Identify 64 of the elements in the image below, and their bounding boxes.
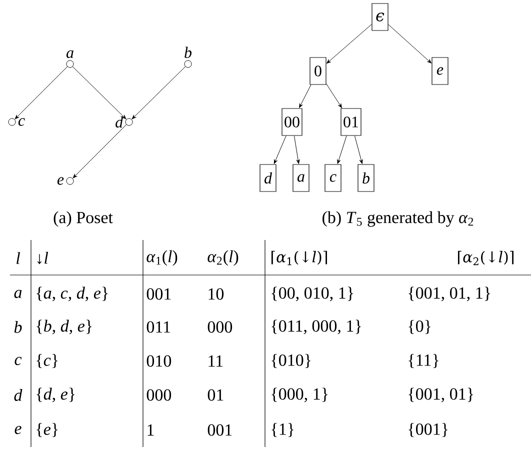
caption: (a) Poset (54, 211, 113, 227)
arrow (337, 136, 347, 164)
table-cell: 01 (208, 389, 224, 401)
tree-box: b (358, 164, 374, 192)
arrow (388, 24, 432, 64)
arrow (274, 136, 286, 164)
table-cell: 001 (146, 288, 171, 300)
table-cell: {000, 1} (272, 388, 328, 402)
table-cell: {001, 01} (408, 388, 473, 402)
table-cell: 011 (146, 321, 170, 333)
table-cell: {a, c, d, e} (36, 286, 108, 302)
table-cell: 000 (146, 389, 172, 401)
caption: (b) T$_{5}$ generated by α$_{2}$ (322, 211, 474, 227)
arrow (72, 66, 126, 120)
arrow (354, 136, 363, 164)
table-cell: {11} (408, 354, 438, 368)
arrow (326, 84, 342, 108)
table-cell: {00, 010, 1} (272, 286, 353, 302)
arrow (326, 24, 372, 64)
table-cell: 1 (148, 424, 154, 436)
table-header: ⌈α$_{1}$(↓l)⌉ (271, 250, 327, 266)
table-header: ⌈α$_{2}$(↓l)⌉ (458, 250, 514, 266)
table-cell: {e} (36, 422, 58, 438)
table-cell: e (14, 426, 22, 434)
node-label: b (184, 46, 192, 58)
tree-box: e (432, 57, 448, 85)
tree-box: 00 (282, 108, 302, 136)
table-cell: {001, 01, 1} (408, 286, 490, 302)
table-cell: {011, 000, 1} (272, 320, 361, 334)
arrow (132, 66, 186, 120)
tree-box: ϵ (372, 3, 388, 31)
table-cell: 010 (146, 355, 172, 367)
arrow (14, 66, 68, 120)
table-header: α$_{1}$(l) (146, 250, 178, 266)
table-cell: 11 (208, 355, 223, 367)
tree-box: a (292, 164, 310, 192)
table-header: ↓l (37, 252, 48, 264)
node-label: e (57, 177, 64, 185)
table-cell: a (14, 290, 22, 298)
table-cell: c (14, 356, 22, 366)
table-header: α$_{2}$(l) (208, 250, 238, 266)
table-cell: {0} (408, 320, 430, 334)
arrow (294, 136, 300, 164)
tree-box: c (324, 164, 342, 192)
table-cell: 10 (208, 288, 224, 300)
table-header: l (16, 252, 20, 264)
tree-box: d (260, 164, 276, 192)
node-label: d (116, 116, 124, 128)
node-label: c (18, 118, 25, 126)
arrow (72, 124, 127, 178)
table-cell: 000 (208, 321, 232, 333)
table-cell: {d, e} (36, 388, 75, 402)
table-cell: {010} (272, 354, 310, 368)
tree-box: 01 (340, 108, 362, 136)
arrow (299, 84, 312, 108)
node-label: a (66, 50, 74, 58)
table-cell: b (14, 321, 22, 333)
table-cell: {001} (408, 422, 448, 438)
table-cell: {c} (36, 354, 58, 368)
table-cell: {1} (272, 422, 294, 438)
table-cell: {b, d, e} (36, 320, 92, 334)
tree-box: 0 (310, 57, 326, 85)
table-cell: d (14, 389, 22, 401)
table-cell: 001 (208, 424, 232, 436)
